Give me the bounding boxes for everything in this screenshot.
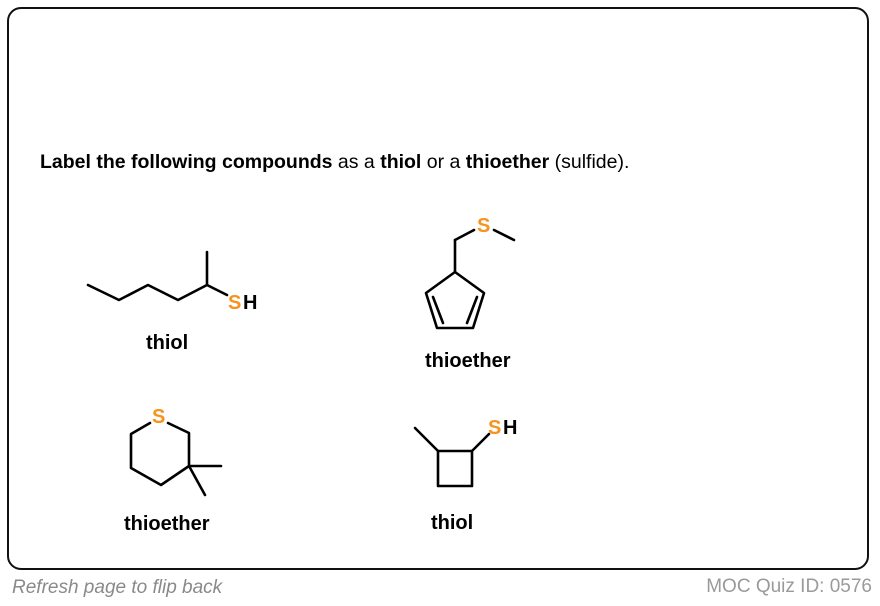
compound-4-methyl-bond bbox=[413, 426, 440, 453]
compound-4-hydrogen-atom: H bbox=[503, 417, 517, 439]
compound-3-sulfur-atom: S bbox=[152, 406, 165, 428]
compound-3-structure: S thioether bbox=[124, 406, 223, 535]
compound-2-answer-label: thioether bbox=[425, 350, 511, 372]
compound-2-structure: S thioether bbox=[424, 215, 516, 372]
question-text: Label the following compounds as a thiol… bbox=[40, 150, 629, 174]
compound-2-sulfur-atom: S bbox=[477, 215, 490, 237]
compound-2-ch2-s-bond bbox=[453, 228, 476, 242]
quiz-id: MOC Quiz ID: 0576 bbox=[706, 576, 872, 597]
question-bold-thioether: thioether bbox=[465, 151, 550, 173]
compound-1-sulfur-atom: S bbox=[228, 292, 241, 314]
question-plain-3: (sulfide). bbox=[549, 151, 630, 173]
question-bold-thiol: thiol bbox=[380, 151, 422, 173]
question-bold-intro: Label the following compounds bbox=[40, 151, 333, 173]
refresh-hint: Refresh page to flip back bbox=[12, 577, 223, 598]
compound-1-sulfur-bond bbox=[205, 283, 229, 297]
compound-4-ring bbox=[436, 449, 474, 488]
compound-3-methyl-2 bbox=[187, 464, 207, 497]
compound-2-double-bond-right bbox=[465, 295, 479, 325]
compound-4-sulfur-atom: S bbox=[488, 417, 501, 439]
compound-2-ring bbox=[424, 270, 486, 330]
question-plain-2: or a bbox=[421, 151, 466, 173]
compound-2-double-bond-left bbox=[431, 295, 445, 325]
compound-1-structure: S H thiol bbox=[86, 250, 257, 354]
question-plain-1: as a bbox=[332, 151, 381, 173]
compound-1-chain bbox=[86, 283, 209, 302]
compound-3-ring bbox=[129, 421, 191, 487]
compound-4-sulfur-bond bbox=[470, 432, 491, 453]
compound-3-answer-label: thioether bbox=[124, 513, 210, 535]
compound-2-s-methyl-bond bbox=[492, 228, 516, 242]
compound-4-structure: S H thiol bbox=[413, 417, 517, 534]
compound-4-answer-label: thiol bbox=[431, 512, 473, 534]
compound-1-hydrogen-atom: H bbox=[243, 292, 257, 314]
compound-1-answer-label: thiol bbox=[146, 332, 188, 354]
